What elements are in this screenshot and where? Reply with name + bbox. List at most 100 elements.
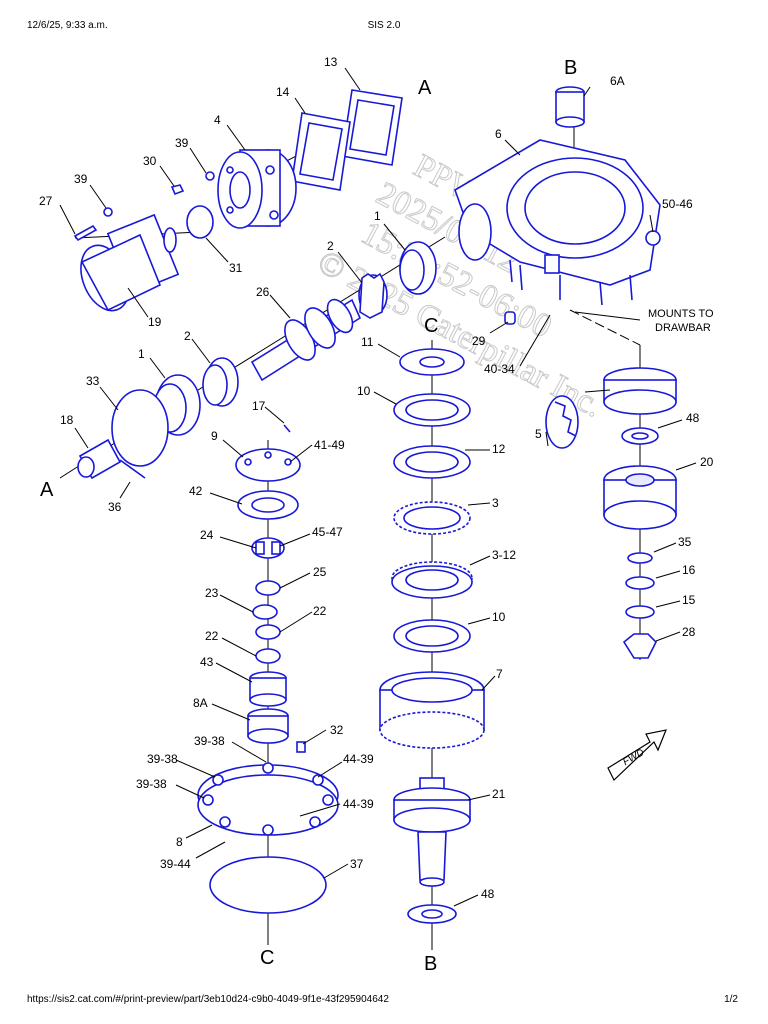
motor-assembly — [73, 89, 403, 312]
callout-32: 32 — [330, 723, 344, 737]
part-25-disc — [255, 580, 281, 596]
part-30-nut — [170, 184, 185, 196]
callout-14: 14 — [276, 85, 290, 99]
part-39-washer-b — [103, 207, 113, 217]
callout-2-b: 2 — [184, 329, 191, 343]
callout-20: 20 — [700, 455, 714, 469]
callout-16: 16 — [682, 563, 696, 577]
part-33-o-ring — [111, 389, 169, 467]
marker-a-lower: A — [40, 479, 54, 501]
part-22-disc-a — [255, 624, 281, 640]
callout-3-12: 3-12 — [492, 548, 516, 562]
callout-33: 33 — [86, 374, 100, 388]
callout-21: 21 — [492, 787, 506, 801]
callout-39-b: 39 — [74, 172, 88, 186]
callout-9: 9 — [211, 429, 218, 443]
part-37-o-ring — [209, 856, 327, 914]
callout-10-a: 10 — [357, 384, 371, 398]
callout-39-38-b: 39-38 — [147, 752, 178, 766]
part-5-seal-detail — [545, 395, 579, 449]
part-10-disc-a — [393, 393, 471, 427]
callout-26: 26 — [256, 285, 270, 299]
callout-44-39-b: 44-39 — [343, 797, 374, 811]
callout-41-49: 41-49 — [314, 438, 345, 452]
callout-6: 6 — [495, 127, 502, 141]
part-4-housing — [217, 149, 297, 229]
callout-12: 12 — [492, 442, 506, 456]
callout-7: 7 — [496, 667, 503, 681]
part-20-planet-carrier — [603, 465, 677, 530]
callout-13: 13 — [324, 55, 338, 69]
page-number: 1/2 — [724, 994, 738, 1005]
print-url: https://sis2.cat.com/#/print-preview/par… — [27, 994, 389, 1005]
fwd-arrow-icon: FWD — [607, 729, 667, 781]
marker-c-lower: C — [260, 947, 274, 969]
part-31-o-ring — [186, 205, 214, 239]
callout-19: 19 — [148, 315, 162, 329]
part-3-disc — [393, 501, 471, 535]
callout-45-47: 45-47 — [312, 525, 343, 539]
mounts-note-line-2: DRAWBAR — [655, 322, 711, 334]
part-42-gasket — [237, 490, 299, 520]
part-27-bolt — [73, 224, 98, 242]
part-16-washer — [625, 576, 655, 590]
part-32-plug — [296, 741, 306, 753]
callout-35: 35 — [678, 535, 692, 549]
callout-1-b: 1 — [138, 347, 145, 361]
callout-27: 27 — [39, 194, 53, 208]
callout-24: 24 — [200, 528, 214, 542]
callout-18: 18 — [60, 413, 74, 427]
part-22-disc-b — [255, 648, 281, 664]
part-12-disc — [393, 445, 471, 479]
callout-22-b: 22 — [205, 629, 219, 643]
center-stack — [379, 348, 485, 924]
top-housing-ring — [603, 367, 677, 415]
part-21-output-shaft — [393, 777, 471, 887]
fwd-arrow-label: FWD — [621, 747, 646, 768]
part-13-gasket — [341, 89, 403, 166]
callout-25: 25 — [313, 565, 327, 579]
callouts: 13 14 4 39 30 39 27 31 19 6A 6 50-46 1 2… — [39, 55, 714, 901]
leader-lines — [59, 67, 697, 907]
callout-50-46: 50-46 — [662, 197, 693, 211]
right-stack — [545, 367, 677, 659]
shaft-group — [77, 241, 437, 480]
callout-8a: 8A — [193, 696, 208, 710]
part-17-screw — [283, 424, 291, 433]
part-3-12-disc-pack — [391, 561, 473, 599]
print-datetime: 12/6/25, 9:33 a.m. — [27, 20, 108, 31]
callout-2-a: 2 — [327, 239, 334, 253]
part-23-disc — [252, 604, 278, 620]
callout-37: 37 — [350, 857, 364, 871]
part-1-bearing-a — [399, 241, 437, 295]
part-6-case — [454, 139, 661, 306]
callout-39-38-c: 39-38 — [136, 777, 167, 791]
part-10-disc-b — [393, 619, 471, 653]
part-8-cover — [197, 762, 339, 836]
callout-39-a: 39 — [175, 136, 189, 150]
callout-42: 42 — [189, 484, 203, 498]
callout-11: 11 — [361, 335, 374, 349]
callout-39-44: 39-44 — [160, 857, 191, 871]
callout-15: 15 — [682, 593, 696, 607]
callout-6a: 6A — [610, 74, 625, 88]
callout-31: 31 — [229, 261, 243, 275]
left-stack — [197, 424, 339, 914]
part-15-washer — [625, 605, 655, 619]
callout-5: 5 — [535, 427, 542, 441]
part-7-ring-gear — [379, 671, 485, 749]
part-36-pin — [119, 459, 146, 479]
callout-44-39-a: 44-39 — [343, 752, 374, 766]
marker-b-upper: B — [564, 57, 577, 79]
marker-c-upper: C — [424, 315, 438, 337]
marker-a-upper: A — [418, 77, 432, 99]
part-39-washer-a — [205, 171, 215, 181]
part-8a-bushing — [247, 708, 289, 744]
part-48-washer-a — [621, 427, 659, 445]
callout-36: 36 — [108, 500, 122, 514]
part-14-gasket — [291, 112, 351, 191]
marker-b-lower: B — [424, 953, 437, 975]
callout-30: 30 — [143, 154, 157, 168]
callout-43: 43 — [200, 655, 214, 669]
